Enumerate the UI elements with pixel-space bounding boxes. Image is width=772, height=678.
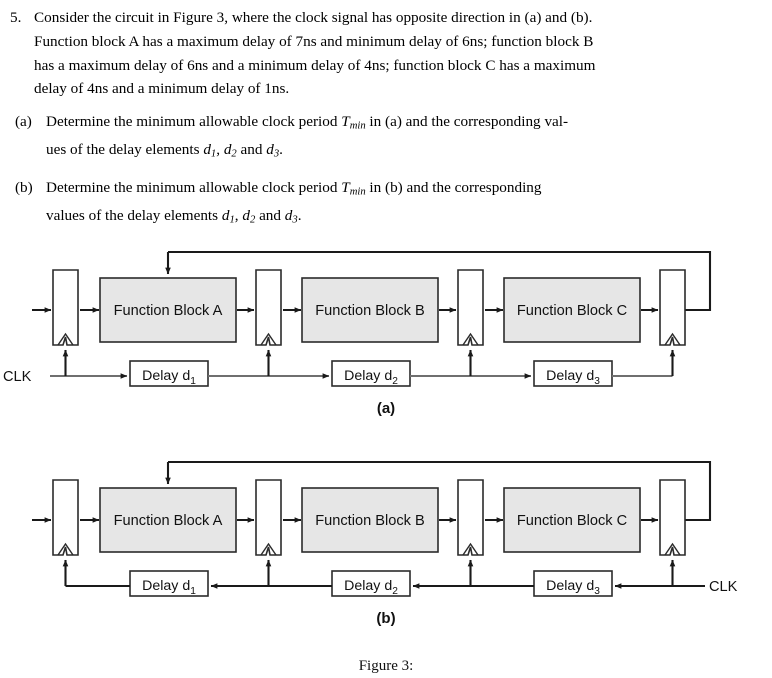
- sub-a-d2-subscript: 2: [231, 149, 237, 160]
- sub-a-line2-pre: ues of the delay elements: [46, 141, 204, 159]
- function-block-c-2-label: Function Block C: [517, 513, 627, 529]
- sub-b-d2: d: [242, 206, 250, 224]
- delay-d2-box-a: [331, 360, 411, 387]
- sub-questions: (a) Determine the minimum allowable cloc…: [0, 110, 772, 232]
- delay-d1-label-b: Delay d1: [142, 578, 196, 597]
- question-line-4: delay of 4ns and a minimum delay of 1ns.: [34, 80, 290, 98]
- sub-a-d3: d: [266, 141, 274, 159]
- delay-d3-label-a: Delay d3: [546, 368, 600, 387]
- question-line-1: Consider the circuit in Figure 3, where …: [34, 9, 593, 26]
- delay-d1-box-a: [129, 360, 209, 387]
- sub-b-text-pre: Determine the minimum allowable clock pe…: [46, 178, 342, 196]
- sub-question-a: (a) Determine the minimum allowable cloc…: [15, 110, 772, 166]
- sub-b-d2-subscript: 2: [249, 214, 256, 226]
- flip-flop-2-a: [255, 269, 282, 346]
- circuit-diagram-b: Function Block A Function Block B Functi…: [0, 448, 772, 608]
- question-block: 5. Consider the circuit in Figure 3, whe…: [0, 0, 772, 241]
- sub-b-sep1: ,: [234, 206, 243, 224]
- sub-b-text-post: in (b) and the corresponding: [365, 178, 542, 196]
- sub-b-d1: d: [221, 206, 230, 224]
- function-block-b-1-label: Function Block B: [315, 303, 425, 319]
- question-statement: 5. Consider the circuit in Figure 3, whe…: [0, 0, 772, 101]
- function-block-b-2: Function Block B: [301, 487, 439, 553]
- sub-a-text-post: in (a) and the corresponding val-: [365, 113, 569, 131]
- clock-network-b: CLK Delay d3 Delay d2 Delay d1: [62, 559, 738, 597]
- clk-label-b: CLK: [709, 579, 738, 595]
- sub-b-d3-subscript: 3: [292, 214, 298, 226]
- feedback-wire-a: [165, 250, 712, 312]
- question-line-3: has a maximum delay of 6ns and a minimum…: [34, 56, 596, 74]
- function-block-b-2-label: Function Block B: [315, 513, 425, 529]
- question-number: 5.: [10, 9, 22, 26]
- flip-flop-1-a: [52, 269, 79, 346]
- sub-a-d2: d: [223, 141, 232, 159]
- sub-b-sep2: and: [255, 206, 285, 224]
- figure-caption: Figure 3:: [358, 658, 414, 674]
- diagram-a-caption: (a): [376, 400, 396, 417]
- delay-d3-label-b: Delay d3: [546, 578, 600, 597]
- sub-b-d1-subscript: 1: [229, 214, 235, 226]
- sub-question-a-line2: ues of the delay elements d1, d2 and d3.: [46, 138, 772, 166]
- clock-network-a: CLK Delay d1 Delay d2 Delay d3: [3, 349, 676, 387]
- clk-label-a: CLK: [3, 369, 32, 385]
- sub-a-sep2: and: [236, 141, 267, 159]
- sub-a-symbol-T: T: [341, 113, 350, 131]
- flip-flop-3-a: [457, 269, 484, 346]
- sub-question-b-line1: Determine the minimum allowable clock pe…: [46, 176, 772, 204]
- sub-b-symbol-T-subscript: min: [349, 186, 366, 198]
- function-block-b-1: Function Block B: [301, 277, 439, 343]
- sub-a-line2-end: .: [279, 141, 283, 159]
- sub-question-b-label: (b): [15, 178, 33, 196]
- function-block-a-1: Function Block A: [99, 277, 237, 343]
- delay-d1-box-b: [129, 570, 209, 597]
- sub-a-symbol-T-subscript: min: [349, 120, 366, 132]
- sub-question-a-line1: Determine the minimum allowable clock pe…: [46, 110, 772, 138]
- sub-b-symbol-T: T: [341, 178, 350, 196]
- flip-flop-3-b: [457, 479, 484, 556]
- function-block-c-1: Function Block C: [503, 277, 641, 343]
- sub-a-d3-subscript: 3: [273, 149, 280, 160]
- delay-d2-box-b: [331, 570, 411, 597]
- flip-flop-4-a: [659, 269, 686, 346]
- diagram-b-caption: (b): [376, 610, 396, 627]
- delay-d2-label-a: Delay d2: [344, 368, 398, 387]
- question-line-2: Function block A has a maximum delay of …: [34, 32, 594, 50]
- sub-a-d1: d: [203, 141, 211, 159]
- function-block-c-1-label: Function Block C: [517, 303, 627, 319]
- flip-flop-1-b: [52, 479, 79, 556]
- feedback-wire-b: [165, 460, 712, 522]
- function-block-a-2: Function Block A: [99, 487, 237, 553]
- sub-a-sep1: ,: [216, 141, 224, 159]
- sub-question-a-label: (a): [15, 113, 32, 131]
- sub-a-text-pre: Determine the minimum allowable clock pe…: [46, 113, 342, 131]
- function-block-c-2: Function Block C: [503, 487, 641, 553]
- sub-b-line2-pre: values of the delay elements: [46, 206, 222, 224]
- sub-b-d3: d: [284, 206, 293, 224]
- delay-d2-label-b: Delay d2: [344, 578, 398, 597]
- circuit-diagram-a: Function Block A Function Block B Functi…: [0, 238, 772, 398]
- sub-a-d1-subscript: 1: [210, 149, 217, 160]
- function-block-a-1-label: Function Block A: [114, 303, 223, 319]
- sub-question-b: (b) Determine the minimum allowable cloc…: [15, 176, 772, 232]
- flip-flop-4-b: [659, 479, 686, 556]
- sub-question-b-line2: values of the delay elements d1, d2 and …: [46, 204, 772, 232]
- delay-d3-box-a: [533, 360, 613, 387]
- sub-b-line2-end: .: [297, 206, 302, 224]
- delay-d1-label-a: Delay d1: [142, 368, 196, 387]
- flip-flop-2-b: [255, 479, 282, 556]
- function-block-a-2-label: Function Block A: [114, 513, 223, 529]
- delay-d3-box-b: [533, 570, 613, 597]
